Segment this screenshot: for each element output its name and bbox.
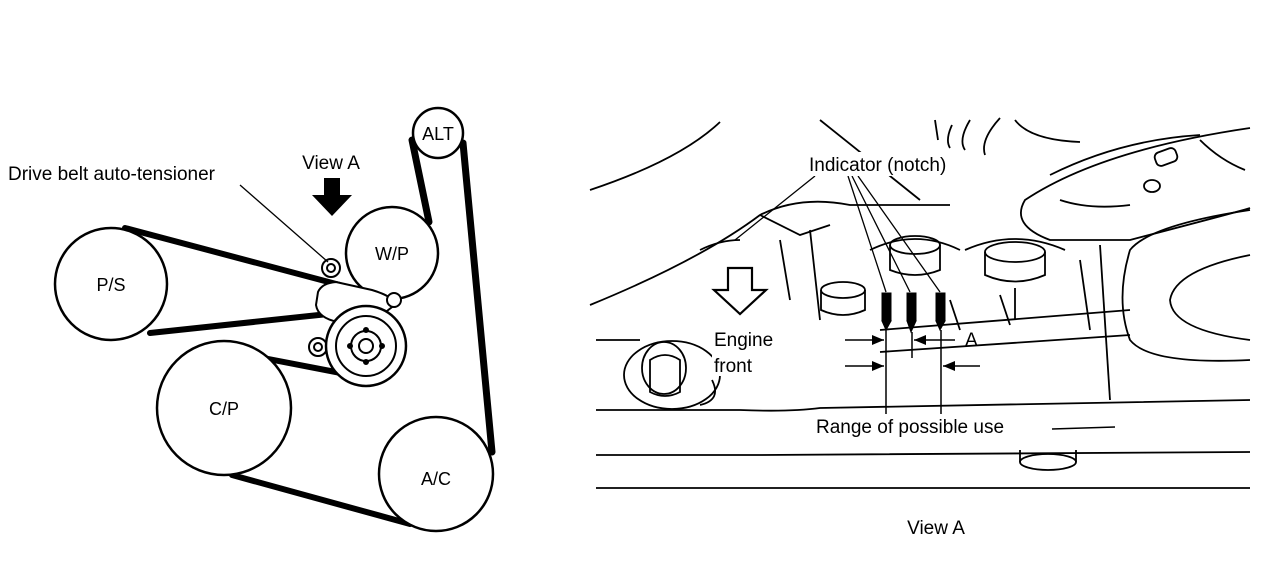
drive-plate-edge [1121,209,1251,362]
view-a-label: View A [302,153,360,174]
engine-front-label-line2: front [714,356,753,377]
view-a-detail [589,117,1251,489]
auto-tensioner [308,258,408,388]
view-a-arrow [312,178,352,216]
notch-left [881,292,892,322]
mount-boss-center [869,235,961,276]
mount-boss-right [964,238,1066,320]
dimension-lines [845,330,980,414]
pulley-ac-label: A/C [421,469,451,489]
tensioner-leader-line [239,184,329,263]
lower-boss [1019,450,1077,471]
notch-center [906,292,917,322]
pulley-wp: W/P [344,205,440,301]
belt-alt-wp [408,136,433,226]
tensioner-arm [879,309,1131,353]
engine-front-label-line1: Engine [714,330,773,351]
belt-alt-ac [459,139,496,456]
belt-routing-view: ALT W/P P/S C/P A/C [8,106,496,533]
notch-right [935,292,946,322]
dimension-a-label: A [965,330,978,351]
pulley-alt-label: ALT [422,124,454,144]
engine-front-arrow [711,266,769,316]
belt-ps-upper [122,225,343,288]
drive-plate [1020,127,1251,241]
tensioner-label: Drive belt auto-tensioner [8,164,216,185]
belt-ps-lower [147,309,350,336]
pulley-ps: P/S [53,226,169,342]
indicator-notches [881,292,946,334]
indicator-label: Indicator (notch) [809,155,946,176]
view-a-caption: View A [907,518,965,539]
pulley-ps-label: P/S [96,275,125,295]
mount-bolt [596,339,721,410]
pulley-wp-label: W/P [375,244,409,264]
range-label: Range of possible use [816,417,1004,438]
tensioner-bolt-right [386,292,402,308]
belt-cp-ac [229,472,413,527]
pulley-cp-label: C/P [209,399,239,419]
pulley-ac: A/C [377,415,495,533]
pulley-cp: C/P [155,339,293,477]
indicator-leaders [734,175,941,293]
pulley-alt: ALT [411,106,465,160]
mount-boss-left [820,281,866,316]
